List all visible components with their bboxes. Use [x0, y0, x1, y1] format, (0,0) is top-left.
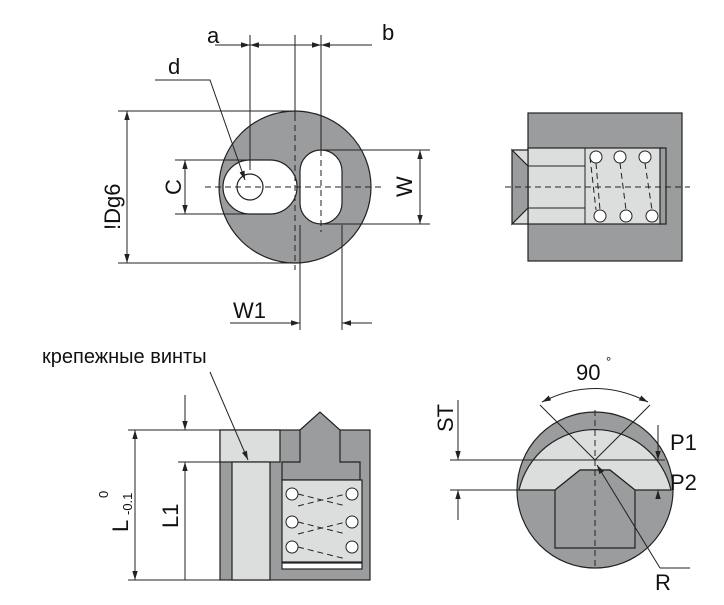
label-st: ST [433, 404, 458, 432]
label-l: L [108, 520, 133, 532]
leader-d [155, 79, 246, 181]
label-r: R [655, 570, 671, 595]
label-w: W [392, 176, 417, 197]
label-l1: L1 [158, 504, 183, 528]
section-spring [285, 487, 359, 560]
front-view: a b d C W !Dg6 W1 [100, 20, 430, 330]
label-d: d [168, 54, 180, 79]
spring-seat [281, 562, 363, 570]
label-l-tol-lower: -0.1 [120, 493, 135, 515]
end-cap [659, 147, 667, 225]
label-c: C [161, 179, 186, 195]
section-view: крепежные винты L 0 -0.1 L1 [42, 346, 371, 581]
label-b: b [382, 20, 394, 45]
plunger [281, 411, 361, 481]
detail-view: 90 ° ST P1 P2 R [433, 354, 697, 595]
label-dg6: !Dg6 [100, 184, 125, 230]
angle-arc [541, 388, 649, 403]
label-w1: W1 [233, 298, 266, 323]
label-angle-unit: ° [606, 354, 611, 369]
screw-bore [231, 461, 271, 581]
label-p2: P2 [670, 470, 697, 495]
label-fasteners: крепежные винты [42, 346, 207, 368]
label-l-tol-upper: 0 [96, 491, 111, 498]
label-a: a [207, 23, 220, 48]
leader-fasteners [209, 371, 249, 461]
side-view [505, 112, 690, 262]
leader-r [596, 464, 661, 569]
label-p1: P1 [670, 430, 697, 455]
label-angle: 90 [576, 360, 600, 385]
